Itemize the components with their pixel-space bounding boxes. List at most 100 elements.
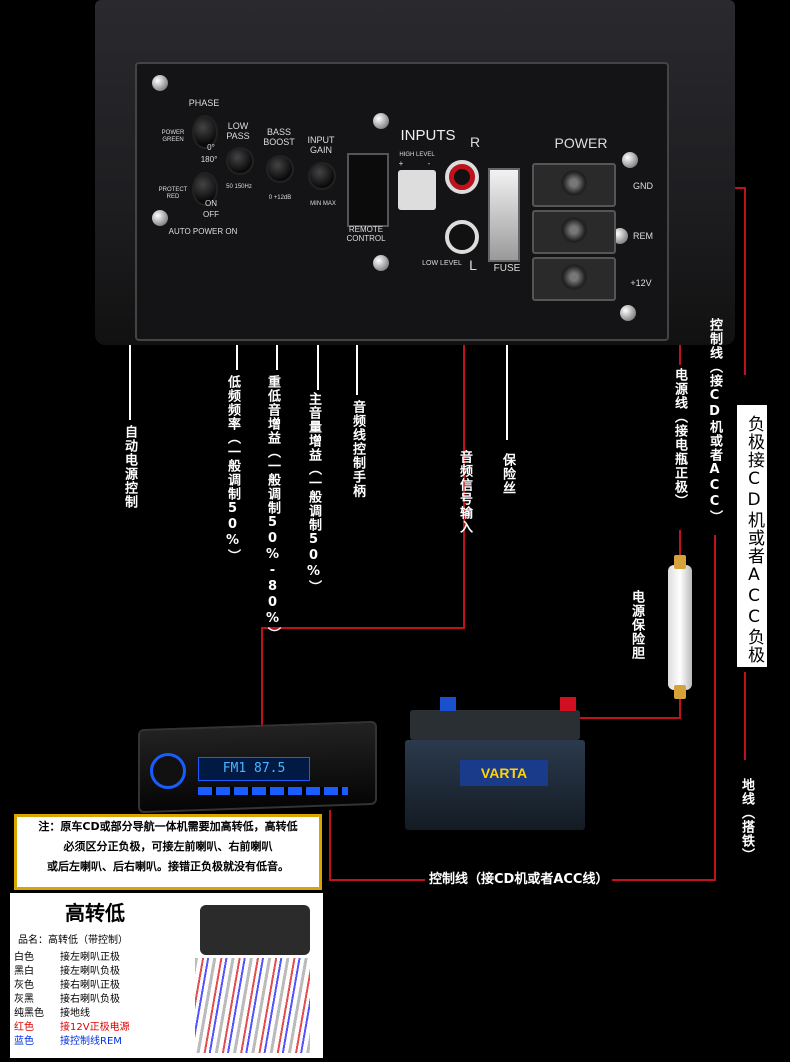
legend-row: 红色 接12V正极电源 <box>14 1021 130 1035</box>
negative-terminal <box>440 697 456 711</box>
plus12v-terminal[interactable] <box>532 257 616 301</box>
gnd-terminal[interactable] <box>532 163 616 207</box>
legend-row-color: 黑白 <box>14 966 34 977</box>
legend-row-desc: 接12V正极电源 <box>60 1022 130 1033</box>
main-gain-annotation: 主音量增益（一般调制50%） <box>306 392 321 594</box>
panel-screw <box>152 75 168 91</box>
protect-led-label: PROTECT RED <box>158 187 188 200</box>
phase-switch[interactable] <box>192 115 218 149</box>
power-led-label: POWER GREEN <box>161 130 185 143</box>
rca-left-input[interactable] <box>445 220 479 254</box>
rem-terminal[interactable] <box>532 210 616 254</box>
legend-title: 高转低 <box>65 901 125 925</box>
phase-label: PHASE <box>188 98 220 108</box>
power-label: POWER <box>554 135 608 151</box>
input-gain-knob[interactable] <box>308 162 336 190</box>
battery-brand: VARTA <box>460 760 548 786</box>
head-unit-display: FM1 87.5 <box>198 757 310 781</box>
control-line-annotation: 控制线（接CD机或者ACC） <box>707 318 722 524</box>
off-label: OFF <box>203 210 219 219</box>
high-minus-label: - <box>427 159 431 168</box>
ground-annotation: 地线（搭铁） <box>739 778 754 862</box>
legend-row-color: 蓝色 <box>14 1036 34 1047</box>
auto-power-on-label: AUTO POWER ON <box>168 227 238 236</box>
bass-gain-annotation: 重低音增益（一般调制50%-80%） <box>265 375 280 641</box>
converter-wires <box>195 958 310 1053</box>
legend-row-color: 白色 <box>14 952 34 963</box>
remote-port[interactable] <box>347 153 389 227</box>
positive-terminal <box>560 697 576 711</box>
car-battery: VARTA <box>400 697 592 830</box>
panel-screw <box>152 210 168 226</box>
legend-row-desc: 接地线 <box>60 1008 90 1019</box>
converter-legend: 高转低 品名：高转低（带控制） 白色 接左喇叭正极黑白 接左喇叭负极灰色 接右喇叭正极… <box>10 893 323 1058</box>
power-wire-battery <box>578 690 681 719</box>
legend-row-desc: 接右喇叭正极 <box>60 980 120 991</box>
audio-input-annotation: 音频信号输入 <box>457 450 472 534</box>
legend-row: 纯黑色 接地线 <box>14 1007 130 1021</box>
inputs-label: INPUTS <box>400 127 456 144</box>
inputs-r-label: R <box>469 134 481 150</box>
low-level-label: LOW LEVEL <box>422 260 462 267</box>
gnd-label: GND <box>633 181 653 191</box>
panel-screw <box>373 113 389 129</box>
low-pass-label: LOW PASS <box>226 121 250 141</box>
legend-rows: 白色 接左喇叭正极黑白 接左喇叭负极灰色 接右喇叭正极灰黑 接右喇叭负极纯黑色 接地线红色… <box>14 951 130 1049</box>
legend-row-color: 灰黑 <box>14 994 34 1005</box>
audio-signal-wire <box>261 280 465 730</box>
note-line-2: 必须区分正负极，可接左前喇叭、右前喇叭 <box>63 840 273 853</box>
legend-row: 灰色 接右喇叭正极 <box>14 979 130 993</box>
legend-row: 蓝色 接控制线REM <box>14 1035 130 1049</box>
auto-power-switch[interactable] <box>192 172 218 206</box>
low-freq-annotation: 低频频率（一般调制50%） <box>225 375 240 563</box>
panel-screw <box>622 152 638 168</box>
power-line-annotation: 电源线（接电瓶正极） <box>672 368 687 508</box>
panel-screw <box>620 305 636 321</box>
legend-row-color: 纯黑色 <box>14 1008 44 1019</box>
legend-row-desc: 接左喇叭负极 <box>60 966 120 977</box>
high-level-label: HIGH LEVEL <box>399 152 435 158</box>
panel-screw <box>373 255 389 271</box>
inputs-l-label: L <box>469 257 477 273</box>
on-label: ON <box>205 199 217 208</box>
note-line-3: 或后左喇叭、后右喇叭。接错正负极就没有低音。 <box>47 860 289 873</box>
note-line-1: 注：原车CD或部分导航一体机需要加高转低，高转低 <box>38 820 298 833</box>
legend-row-desc: 接控制线REM <box>60 1036 122 1047</box>
volume-knob[interactable] <box>150 753 186 789</box>
negative-annotation: 负极接CD机或者ACC负极 <box>737 405 767 667</box>
legend-row: 黑白 接左喇叭负极 <box>14 965 130 979</box>
head-unit-buttons[interactable] <box>198 787 348 795</box>
car-head-unit: FM1 87.5 <box>138 715 377 814</box>
high-plus-label: + <box>398 159 404 168</box>
low-pass-knob[interactable] <box>226 147 254 175</box>
note-box: 注：原车CD或部分导航一体机需要加高转低，高转低 必须区分正负极，可接左前喇叭、… <box>14 814 322 890</box>
bass-boost-range: 0 +12dB <box>268 195 292 201</box>
remote-control-label: REMOTE CONTROL <box>346 225 386 243</box>
rem-label: REM <box>633 231 653 241</box>
legend-row-desc: 接右喇叭负极 <box>60 994 120 1005</box>
remote-handle-annotation: 音频线控制手柄 <box>350 400 365 498</box>
legend-row: 灰黑 接右喇叭负极 <box>14 993 130 1007</box>
high-level-connector[interactable] <box>398 170 436 210</box>
legend-row-desc: 接左喇叭正极 <box>60 952 120 963</box>
fuse-label: FUSE <box>493 263 521 274</box>
input-gain-range: MIN MAX <box>310 201 336 207</box>
phase-0-label: 0° <box>207 143 215 152</box>
bottom-control-annotation: 控制线（接CD机或者ACC线） <box>425 868 613 887</box>
fuse-annotation: 保险丝 <box>500 453 515 495</box>
panel-screw <box>612 228 628 244</box>
legend-row-color: 灰色 <box>14 980 34 991</box>
rca-right-input[interactable] <box>445 160 479 194</box>
phase-180-label: 180° <box>200 155 218 164</box>
fuse-holder <box>488 168 520 262</box>
fuse-holder-annotation: 电源保险胆 <box>629 590 644 660</box>
low-pass-range: 50 150Hz <box>226 184 252 190</box>
bass-boost-label: BASS BOOST <box>263 127 295 147</box>
auto-power-annotation: 自动电源控制 <box>122 425 137 509</box>
bass-boost-knob[interactable] <box>266 155 294 183</box>
legend-row: 白色 接左喇叭正极 <box>14 951 130 965</box>
legend-product: 品名：高转低（带控制） <box>18 935 128 946</box>
plus12v-label: +12V <box>630 278 652 288</box>
legend-row-color: 红色 <box>14 1022 34 1033</box>
converter-module <box>200 905 310 955</box>
